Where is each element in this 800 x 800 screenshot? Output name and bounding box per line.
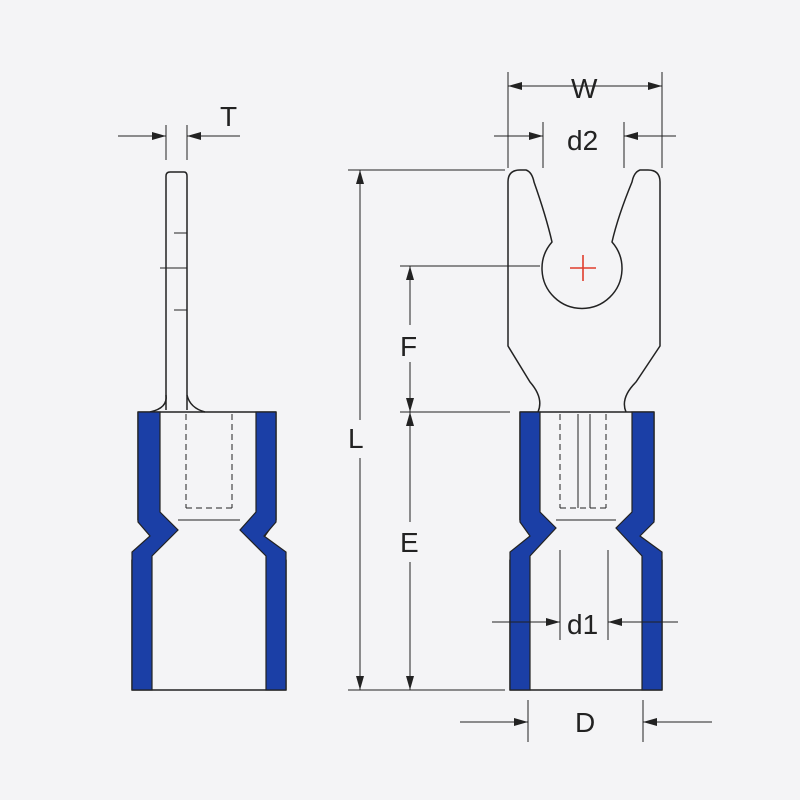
arrow-icon <box>608 618 622 626</box>
arrow-icon <box>529 132 543 140</box>
label-L: L <box>348 423 364 454</box>
front-view-spade <box>507 169 661 413</box>
dim-W: W <box>507 72 663 168</box>
arrow-icon <box>356 676 364 690</box>
front-view <box>507 169 663 691</box>
side-view-insulation-left <box>131 411 179 691</box>
label-F: F <box>400 331 417 362</box>
label-T: T <box>220 101 237 132</box>
dim-E: E <box>400 412 419 690</box>
arrow-icon <box>406 398 414 412</box>
side-view-insulation-right <box>239 411 287 691</box>
dim-D: D <box>460 700 712 742</box>
arrow-icon <box>624 132 638 140</box>
arrow-icon <box>508 82 522 90</box>
arrow-icon <box>546 618 560 626</box>
front-view-insulation-left <box>509 411 557 691</box>
label-d2: d2 <box>567 125 598 156</box>
side-view-transition <box>186 394 206 413</box>
dim-F: F <box>400 265 540 413</box>
side-view <box>131 171 287 691</box>
label-d1: d1 <box>567 609 598 640</box>
arrow-icon <box>643 718 657 726</box>
arrow-icon <box>152 132 166 140</box>
side-view-transition <box>149 394 167 413</box>
label-E: E <box>400 527 419 558</box>
label-D: D <box>575 707 595 738</box>
arrow-icon <box>514 718 528 726</box>
arrow-icon <box>406 676 414 690</box>
arrow-icon <box>356 170 364 184</box>
label-W: W <box>571 73 598 104</box>
arrow-icon <box>187 132 201 140</box>
side-view-blade <box>165 171 188 410</box>
front-view-insulation-right <box>615 411 663 691</box>
dim-d2: d2 <box>494 122 676 168</box>
arrow-icon <box>406 412 414 426</box>
arrow-icon <box>406 266 414 280</box>
dim-d1: d1 <box>492 609 678 640</box>
dim-T: T <box>118 101 240 160</box>
dim-L: L <box>348 169 505 691</box>
arrow-icon <box>648 82 662 90</box>
